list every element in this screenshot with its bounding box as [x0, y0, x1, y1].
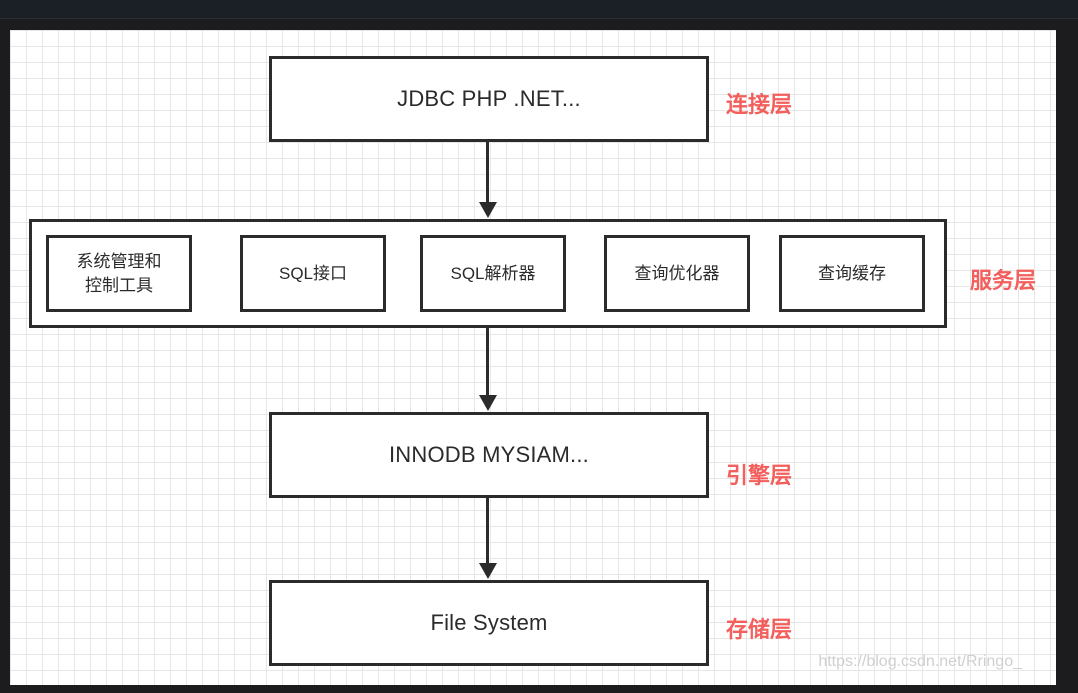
connection-layer-text: JDBC PHP .NET...: [397, 86, 581, 111]
service-component-label: SQL解析器: [450, 263, 536, 283]
service-component-label: 查询优化器: [634, 263, 720, 283]
arrow-engine-to-storage: [486, 498, 489, 563]
service-component-query-optimizer: 查询优化器: [604, 235, 750, 312]
connection-layer-label: 连接层: [726, 92, 793, 117]
connection-layer-box: JDBC PHP .NET...: [269, 56, 709, 142]
storage-layer-text: File System: [430, 610, 548, 635]
diagram-canvas: JDBC PHP .NET... 连接层 系统管理和控制工具 SQL接口 SQL…: [10, 30, 1056, 685]
arrow-service-to-engine: [486, 328, 489, 395]
service-component-sql-interface: SQL接口: [240, 235, 386, 312]
arrow-head-1: [479, 202, 497, 218]
service-component-label: 系统管理和控制工具: [76, 251, 162, 295]
watermark: https://blog.csdn.net/Rringo_: [818, 653, 1022, 670]
service-component-label: SQL接口: [278, 263, 348, 283]
service-component-sql-parser: SQL解析器: [420, 235, 566, 312]
service-component-query-cache: 查询缓存: [779, 235, 925, 312]
engine-layer-label: 引擎层: [726, 463, 793, 488]
storage-layer-box: File System: [269, 580, 709, 666]
arrow-head-2: [479, 395, 497, 411]
arrow-connection-to-service: [486, 142, 489, 202]
arrow-head-3: [479, 563, 497, 579]
service-component-label: 查询缓存: [818, 263, 886, 283]
engine-layer-text: INNODB MYSIAM...: [389, 442, 589, 467]
storage-layer-label: 存储层: [726, 617, 793, 642]
engine-layer-box: INNODB MYSIAM...: [269, 412, 709, 498]
service-layer-label: 服务层: [970, 268, 1037, 293]
top-bar: [0, 0, 1078, 19]
service-component-mgmt-tools: 系统管理和控制工具: [46, 235, 192, 312]
